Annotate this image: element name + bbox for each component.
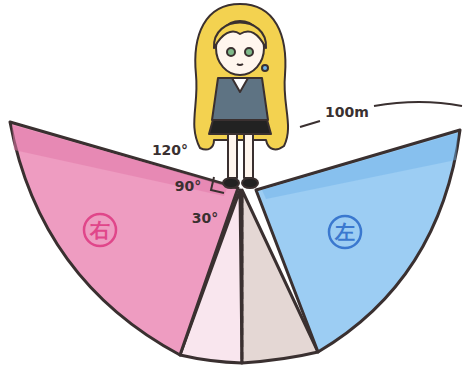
circle-ring: [329, 216, 361, 248]
circled-character: 左: [327, 214, 363, 250]
circle-ring: [84, 214, 116, 246]
circled-character: 右: [82, 212, 118, 248]
angle-label: 90°: [175, 179, 201, 194]
left-field-sector: [256, 130, 460, 352]
girl-figure: [194, 4, 288, 188]
dimension-line: [300, 121, 320, 127]
center-dashed-line: [241, 196, 244, 362]
dimension-label: 100m: [325, 105, 369, 120]
angle-label: 30°: [192, 211, 218, 226]
right-field-sector: [10, 122, 238, 355]
right-angle-mark: [211, 177, 224, 193]
blue-band: [262, 133, 458, 199]
dimension-line: [374, 102, 462, 106]
region-character: 左: [335, 222, 355, 242]
angle-label: 120°: [152, 143, 188, 158]
region-character: 右: [90, 220, 110, 240]
